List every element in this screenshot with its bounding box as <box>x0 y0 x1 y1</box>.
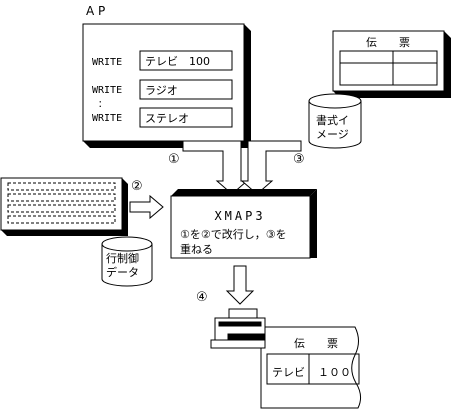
ap-row-3-box <box>139 107 233 128</box>
line-control-label-1: 行制御 <box>106 251 139 265</box>
ap-row-1-box <box>139 50 233 71</box>
printed-output: 伝 票 テレビ １００ <box>210 308 362 409</box>
form-storage-cylinder-top <box>308 93 362 109</box>
ap-row-3-keyword: WRITE <box>92 113 122 124</box>
form-storage-label-1: 書式イ <box>316 113 349 127</box>
form-sheet <box>332 30 445 92</box>
ap-ellipsis: ： <box>98 100 107 110</box>
xmap3-process-box: XMAP3 ①を②で改行し，③を 重ねる <box>170 189 317 259</box>
marker-3: ③ <box>293 152 305 167</box>
ap-title: A P <box>86 4 105 18</box>
arrow-2-from-line-control <box>129 194 164 220</box>
marker-4: ④ <box>196 290 208 305</box>
form-sheet-header: 伝 票 <box>366 36 410 49</box>
arrow-3-from-form <box>240 140 302 195</box>
line-control-data: 行制御 データ <box>0 177 153 287</box>
ap-row-2-keyword: WRITE <box>92 85 122 96</box>
ap-row-2-value: ラジオ <box>145 84 178 97</box>
form-storage-label-2: メージ <box>316 128 349 141</box>
printed-slip-header: 伝 票 <box>294 337 338 350</box>
ap-box: A P WRITE テレビ 100 WRITE ラジオ ： WRITE ステレオ <box>82 4 251 148</box>
arrow-1-from-ap <box>182 140 249 195</box>
ap-row-2-box <box>139 79 233 100</box>
xmap3-box-frame <box>170 195 311 259</box>
xmap3-title: XMAP3 <box>214 209 265 223</box>
printed-slip-table <box>266 353 360 385</box>
line-control-storage-cylinder <box>101 244 153 287</box>
xmap3-box-top-bevel <box>171 189 317 196</box>
ap-row-1-value: テレビ 100 <box>145 55 210 68</box>
form-sheet-table <box>339 50 438 86</box>
form-format-document: 伝 票 書式イ メージ <box>308 30 451 149</box>
line-control-sheet <box>0 177 123 231</box>
printer-icon <box>210 308 266 349</box>
ap-row-3-value: ステレオ <box>145 112 189 125</box>
arrow-4-to-printer <box>225 265 255 305</box>
marker-1: ① <box>168 152 180 167</box>
printed-slip-item: テレビ <box>272 366 305 379</box>
ap-row-1-keyword: WRITE <box>92 57 122 68</box>
marker-2: ② <box>131 179 143 194</box>
line-control-rows <box>7 182 116 224</box>
printed-slip <box>260 326 362 409</box>
xmap3-desc-1: ①を②で改行し，③を <box>180 227 287 241</box>
form-storage-cylinder <box>308 101 362 149</box>
xmap3-desc-2: 重ねる <box>180 242 213 256</box>
line-control-storage-cylinder-top <box>101 236 153 252</box>
line-control-label-2: データ <box>106 265 139 279</box>
printed-slip-qty: １００ <box>318 366 351 379</box>
